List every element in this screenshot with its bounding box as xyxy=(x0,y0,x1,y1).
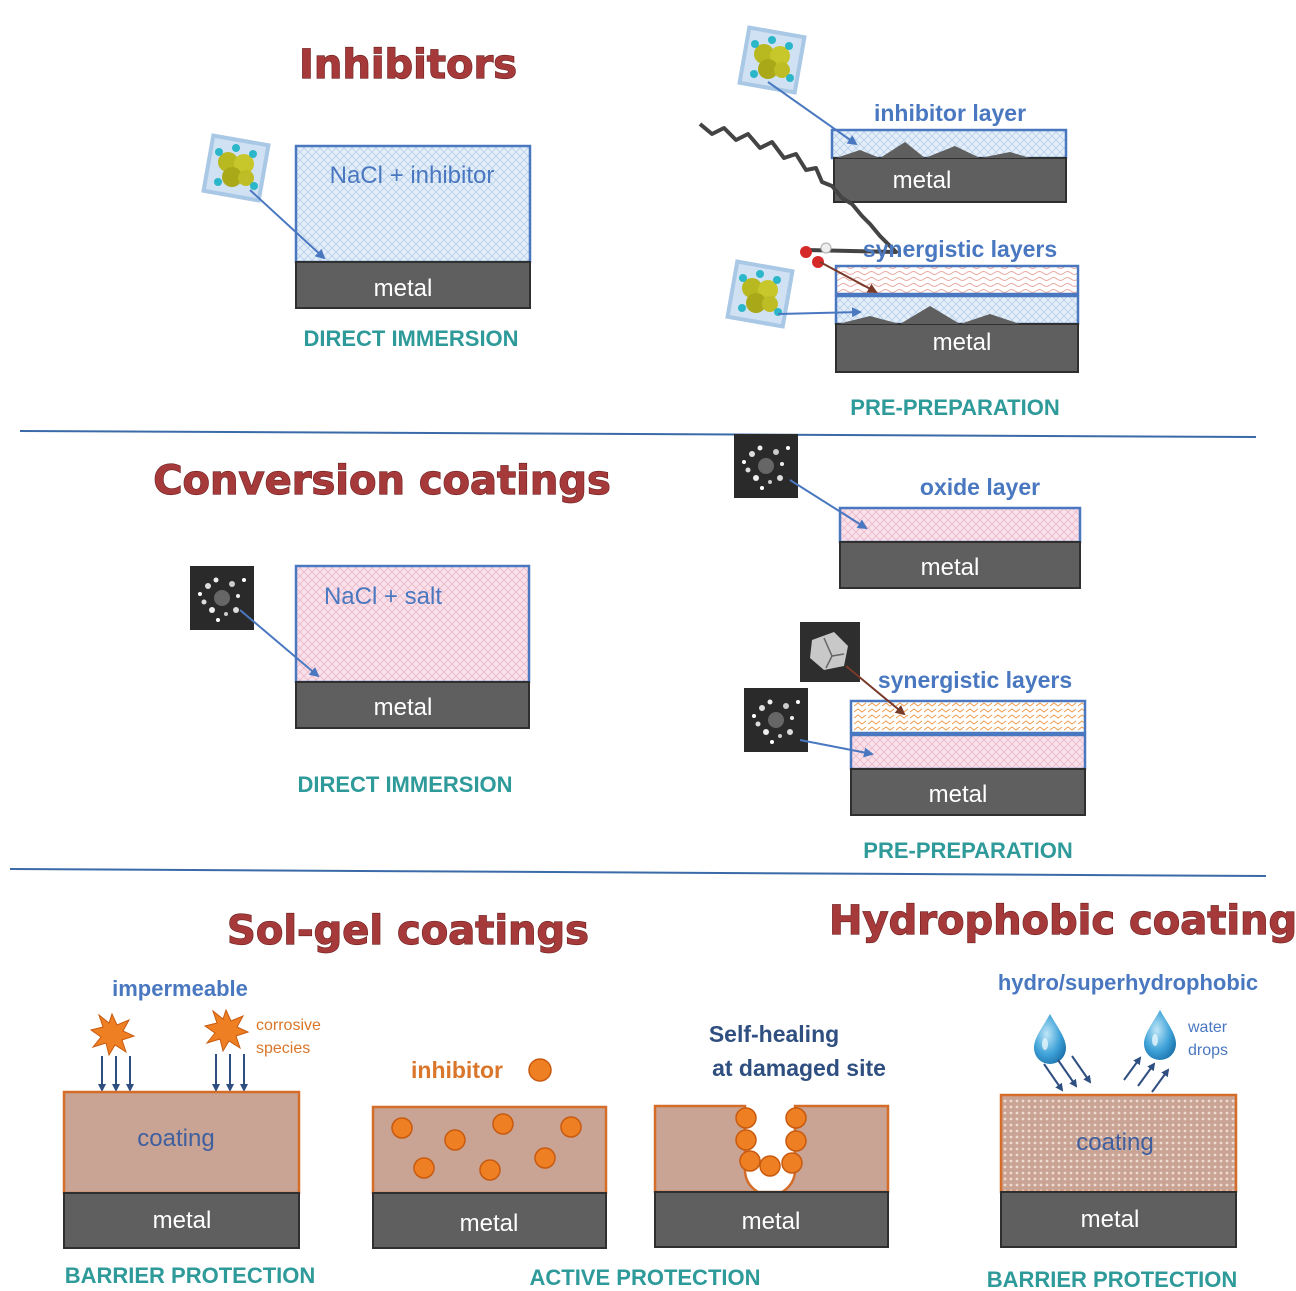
inhibitor-solution-box xyxy=(294,144,532,264)
synergistic-layers-label: synergistic layers xyxy=(863,236,1057,262)
arrow xyxy=(789,479,868,530)
metal-substrate xyxy=(835,323,1079,373)
corroded-surface xyxy=(838,306,1020,324)
corrosive-label-2: species xyxy=(256,1040,310,1057)
direct-immersion-caption: DIRECT IMMERSION xyxy=(297,772,512,797)
metal-substrate xyxy=(295,681,530,729)
active-protection-caption: ACTIVE PROTECTION xyxy=(529,1265,760,1290)
metal-label: metal xyxy=(1081,1206,1140,1233)
metal-label: metal xyxy=(921,554,980,581)
arrow xyxy=(1043,1063,1064,1092)
arrow xyxy=(1071,1055,1092,1084)
metal-substrate xyxy=(833,157,1067,203)
inhibitor-particles xyxy=(391,1113,582,1181)
conversion-direct-immersion: NaCl + salt metal DIRECT IMMERSION xyxy=(190,564,531,797)
arrow xyxy=(1123,1056,1142,1081)
hydrophobic-diagram: hydro/superhydrophobic water drops coati… xyxy=(987,970,1258,1291)
arrow xyxy=(1057,1059,1078,1088)
hydrophobic-coating-layer xyxy=(999,1093,1238,1194)
impermeable-label: impermeable xyxy=(112,976,248,1001)
solution-label: NaCl + inhibitor xyxy=(330,162,495,189)
inhibitor-direct-immersion: NaCl + inhibitor metal DIRECT IMMERSION xyxy=(201,133,532,351)
solgel-active-diagram: inhibitor metal Self-healing at damaged … xyxy=(371,1021,890,1290)
corrosive-species-icon xyxy=(90,1013,135,1056)
self-healing-label-1: Self-healing xyxy=(709,1021,839,1047)
section-divider xyxy=(19,430,1257,438)
barrier-protection-caption: BARRIER PROTECTION xyxy=(65,1263,316,1288)
arrow xyxy=(845,665,906,716)
salt-solution-box xyxy=(294,564,531,684)
healing-inhibitor-particles xyxy=(735,1107,807,1177)
water-label-1: water xyxy=(1187,1019,1228,1036)
oxide-layer xyxy=(838,506,1082,544)
corroded-surface xyxy=(836,142,1030,158)
metal-substrate xyxy=(372,1192,607,1249)
solgel-barrier-diagram: impermeable corrosive species coating me… xyxy=(62,976,321,1288)
metal-label: metal xyxy=(374,694,433,721)
inhibitor-layer-diagram: inhibitor layer metal xyxy=(737,25,1068,203)
pre-preparation-caption: PRE-PREPARATION xyxy=(863,838,1072,863)
oxide-layer xyxy=(849,733,1087,771)
metal-label: metal xyxy=(374,275,433,302)
heading-hydrophobic: Hydrophobic coatings xyxy=(829,898,1296,944)
coating-label: coating xyxy=(137,1125,214,1152)
synergistic-layers-label: synergistic layers xyxy=(878,667,1072,693)
corrosive-species-icon xyxy=(204,1009,249,1052)
inhibitor-dot-icon xyxy=(528,1058,552,1082)
heading-inhibitors: Inhibitors xyxy=(299,42,517,88)
direct-immersion-caption: DIRECT IMMERSION xyxy=(303,326,518,351)
water-drop-icon xyxy=(1144,1010,1176,1060)
metal-label: metal xyxy=(933,329,992,356)
second-layer xyxy=(849,699,1087,735)
metal-label: metal xyxy=(742,1208,801,1235)
hydrophobic-label: hydro/superhydrophobic xyxy=(998,970,1258,995)
arrow xyxy=(819,261,878,293)
inhibitor-molecule-icon xyxy=(725,259,795,329)
metal-label: metal xyxy=(929,781,988,808)
crystal-image-icon xyxy=(799,621,861,683)
metal-substrate xyxy=(654,1191,889,1248)
salt-sem-image-icon xyxy=(744,688,808,752)
heading-conversion: Conversion coatings xyxy=(153,458,611,504)
arrow xyxy=(249,189,326,260)
inhibitor-layer-label: inhibitor layer xyxy=(874,100,1026,126)
inhibitor-synergistic-diagram: synergistic layers metal PRE-PREPARATION xyxy=(725,236,1080,420)
heading-solgel: Sol-gel coatings xyxy=(227,908,589,954)
arrow xyxy=(777,307,862,318)
arrow xyxy=(767,81,858,146)
arrow xyxy=(799,739,874,758)
inhibitor-molecule-icon xyxy=(201,133,271,203)
conversion-synergistic-diagram: synergistic layers metal PRE-PREPARATION xyxy=(744,621,1087,863)
coating-layer xyxy=(62,1090,301,1195)
corrosive-label-1: corrosive xyxy=(256,1017,321,1034)
oxide-layer-diagram: oxide layer metal xyxy=(734,434,1082,589)
metal-substrate xyxy=(1000,1191,1237,1248)
metal-substrate xyxy=(850,768,1086,816)
arrow xyxy=(1137,1062,1156,1087)
water-label-2: drops xyxy=(1188,1042,1228,1059)
section-divider xyxy=(9,868,1267,877)
metal-substrate xyxy=(295,261,531,309)
inhibitor-label: inhibitor xyxy=(411,1057,503,1083)
arrow xyxy=(1151,1068,1170,1093)
oxide-layer-label: oxide layer xyxy=(920,474,1040,500)
metal-substrate xyxy=(63,1192,300,1249)
inhibitor-layer xyxy=(834,294,1080,326)
damaged-coating-layer xyxy=(653,1104,890,1197)
coating-label: coating xyxy=(1076,1129,1153,1156)
pre-preparation-caption: PRE-PREPARATION xyxy=(850,395,1059,420)
self-healing-label-2: at damaged site xyxy=(712,1055,886,1081)
barrier-protection-caption: BARRIER PROTECTION xyxy=(987,1267,1238,1291)
metal-label: metal xyxy=(153,1207,212,1234)
metal-substrate xyxy=(839,541,1081,589)
metal-label: metal xyxy=(893,167,952,194)
water-drop-icon xyxy=(1034,1014,1066,1064)
fatty-acid-molecule-icon xyxy=(698,122,898,268)
arrow xyxy=(239,609,320,678)
salt-sem-image-icon xyxy=(190,566,254,630)
solution-label: NaCl + salt xyxy=(324,583,442,610)
salt-sem-image-icon xyxy=(734,434,798,498)
metal-label: metal xyxy=(460,1210,519,1237)
